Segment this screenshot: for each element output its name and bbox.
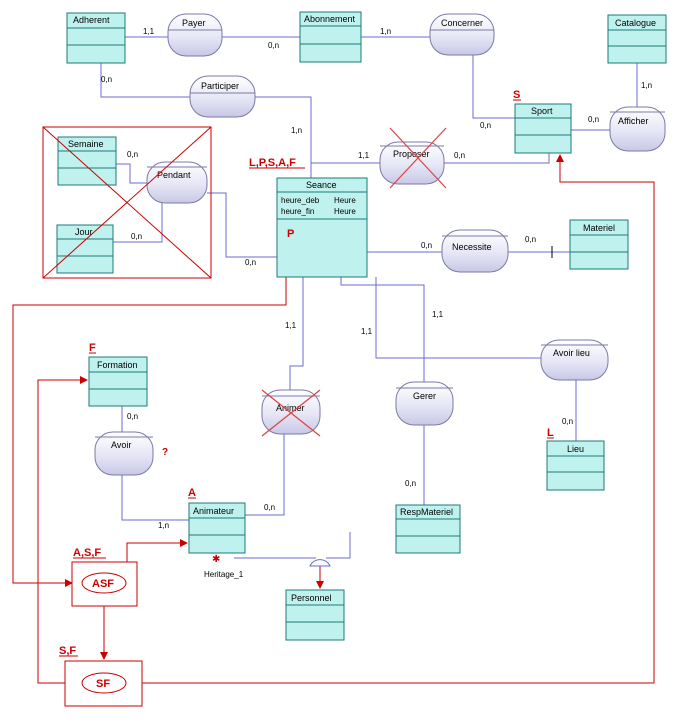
annot-seance: L,P,S,A,F (249, 157, 296, 169)
card-abonnement-concerner: 1,n (380, 27, 391, 36)
assoc-afficher-label: Afficher (618, 116, 648, 126)
entity-seance-title: Seance (306, 180, 337, 190)
assoc-concerner-label: Concerner (441, 18, 483, 28)
card-participer-seance: 1,n (291, 126, 302, 135)
annot-asf: A,S,F (73, 547, 101, 559)
heritage-marker-icon: ✱ (212, 554, 220, 565)
assoc-payer[interactable]: Payer (167, 13, 223, 57)
group-asf[interactable]: ASF (71, 561, 138, 607)
assoc-participer[interactable]: Participer (189, 75, 256, 118)
assoc-pendant[interactable]: Pendant (146, 161, 208, 204)
assoc-gerer[interactable]: Gerer (395, 381, 454, 426)
annot-lieu: L (547, 427, 554, 439)
assoc-avoir[interactable]: Avoir (94, 431, 154, 476)
entity-materiel[interactable]: Materiel (569, 219, 629, 270)
annot-animateur: A (188, 487, 196, 499)
seance-attr-heure-fin-type: Heure (334, 207, 356, 216)
card-seance-proposer: 1,1 (358, 151, 370, 160)
card-jour-pendant: 0,n (131, 232, 142, 241)
card-payer-abonnement: 0,n (268, 41, 279, 50)
card-seance-gerer: 1,1 (432, 310, 444, 319)
entity-adherent[interactable]: Adherent (66, 12, 126, 64)
entity-formation-title: Formation (97, 360, 138, 370)
entity-semaine-title: Semaine (68, 139, 104, 149)
card-formation-avoir: 0,n (127, 412, 138, 421)
entity-jour-title: Jour (75, 227, 93, 237)
card-seance-animer: 1,1 (285, 321, 297, 330)
card-semaine-pendant: 0,n (127, 150, 138, 159)
entity-animateur[interactable]: Animateur (188, 502, 246, 554)
card-pendant-seance: 0,n (245, 258, 256, 267)
entity-personnel-title: Personnel (291, 593, 332, 603)
assoc-pendant-label: Pendant (157, 170, 191, 180)
card-animer-animateur: 0,n (264, 503, 275, 512)
annot-formation: F (89, 342, 96, 354)
assoc-participer-label: Participer (201, 81, 239, 91)
card-concerner-sport: 0,n (480, 121, 491, 130)
assoc-necessite[interactable]: Necessite (441, 229, 509, 273)
card-seance-avoirlieu: 1,1 (361, 327, 373, 336)
seance-attr-heure-deb-type: Heure (334, 196, 356, 205)
heritage-symbol: Heritage_1 ✱ (204, 554, 331, 579)
annot-sport: S (513, 89, 520, 101)
crossed-out-region (42, 126, 212, 279)
card-afficher-catalogue: 1,n (641, 81, 652, 90)
group-sf[interactable]: SF (64, 660, 143, 707)
assoc-animer[interactable]: Animer (261, 389, 321, 437)
entity-sport[interactable]: Sport (514, 103, 572, 154)
entity-formation[interactable]: Formation (88, 356, 148, 407)
card-adherent-participer: 0,n (101, 75, 112, 84)
entity-sport-title: Sport (531, 106, 553, 116)
entity-catalogue[interactable]: Catalogue (607, 14, 667, 64)
assoc-animer-label: Animer (276, 403, 305, 413)
entity-semaine[interactable]: Semaine (57, 136, 117, 186)
card-seance-necessite: 0,n (421, 241, 432, 250)
entity-respmateriel-title: RespMateriel (400, 507, 453, 517)
assoc-necessite-label: Necessite (452, 242, 492, 252)
assoc-proposer-label: Proposer (393, 149, 430, 159)
entity-lieu-title: Lieu (567, 444, 584, 454)
assoc-payer-label: Payer (182, 18, 206, 28)
card-gerer-respmateriel: 0,n (405, 479, 416, 488)
assoc-gerer-label: Gerer (413, 391, 436, 401)
group-sf-label: SF (96, 678, 110, 690)
assoc-avoir-label: Avoir (111, 440, 131, 450)
card-avoir-animateur: 1,n (158, 521, 169, 530)
cardinalities: 1,1 0,n 1,n 0,n 0,n 1,n 0,n 1,n 1,1 0,n … (101, 27, 652, 530)
assoc-avoir-lieu-label: Avoir lieu (553, 348, 590, 358)
annot-sf: S,F (59, 645, 76, 657)
assoc-concerner[interactable]: Concerner (429, 13, 495, 56)
entity-seance[interactable]: Seance heure_deb Heure heure_fin Heure P (276, 177, 368, 278)
assoc-afficher[interactable]: Afficher (609, 106, 666, 152)
annotation-links (12, 154, 655, 684)
card-avoirlieu-lieu: 0,n (562, 417, 573, 426)
assoc-proposer[interactable]: Proposer (379, 127, 447, 189)
entity-adherent-title: Adherent (73, 15, 110, 25)
entity-jour[interactable]: Jour (56, 224, 114, 274)
entity-materiel-title: Materiel (583, 223, 615, 233)
group-asf-label: ASF (92, 578, 114, 590)
entity-personnel[interactable]: Personnel (285, 589, 345, 641)
card-adherent-payer: 1,1 (143, 27, 155, 36)
card-proposer-sport: 0,n (454, 151, 465, 160)
seance-attr-heure-fin: heure_fin (281, 207, 314, 216)
annotations: S L,P,S,A,F F L A A,S,F S,F ? (59, 89, 554, 657)
card-necessite-materiel: 0,n (525, 235, 536, 244)
seance-key-marker: P (287, 228, 294, 240)
association-links (100, 36, 638, 588)
entity-abonnement-title: Abonnement (304, 14, 356, 24)
entity-abonnement[interactable]: Abonnement (299, 11, 362, 63)
annot-question: ? (162, 447, 168, 458)
entity-animateur-title: Animateur (193, 506, 234, 516)
card-sport-afficher: 0,n (588, 115, 599, 124)
assoc-avoir-lieu[interactable]: Avoir lieu (540, 339, 609, 381)
entity-respmateriel[interactable]: RespMateriel (395, 504, 461, 554)
entity-lieu[interactable]: Lieu (546, 440, 605, 491)
entity-catalogue-title: Catalogue (615, 18, 656, 28)
heritage-label: Heritage_1 (204, 570, 244, 579)
seance-attr-heure-deb: heure_deb (281, 196, 320, 205)
